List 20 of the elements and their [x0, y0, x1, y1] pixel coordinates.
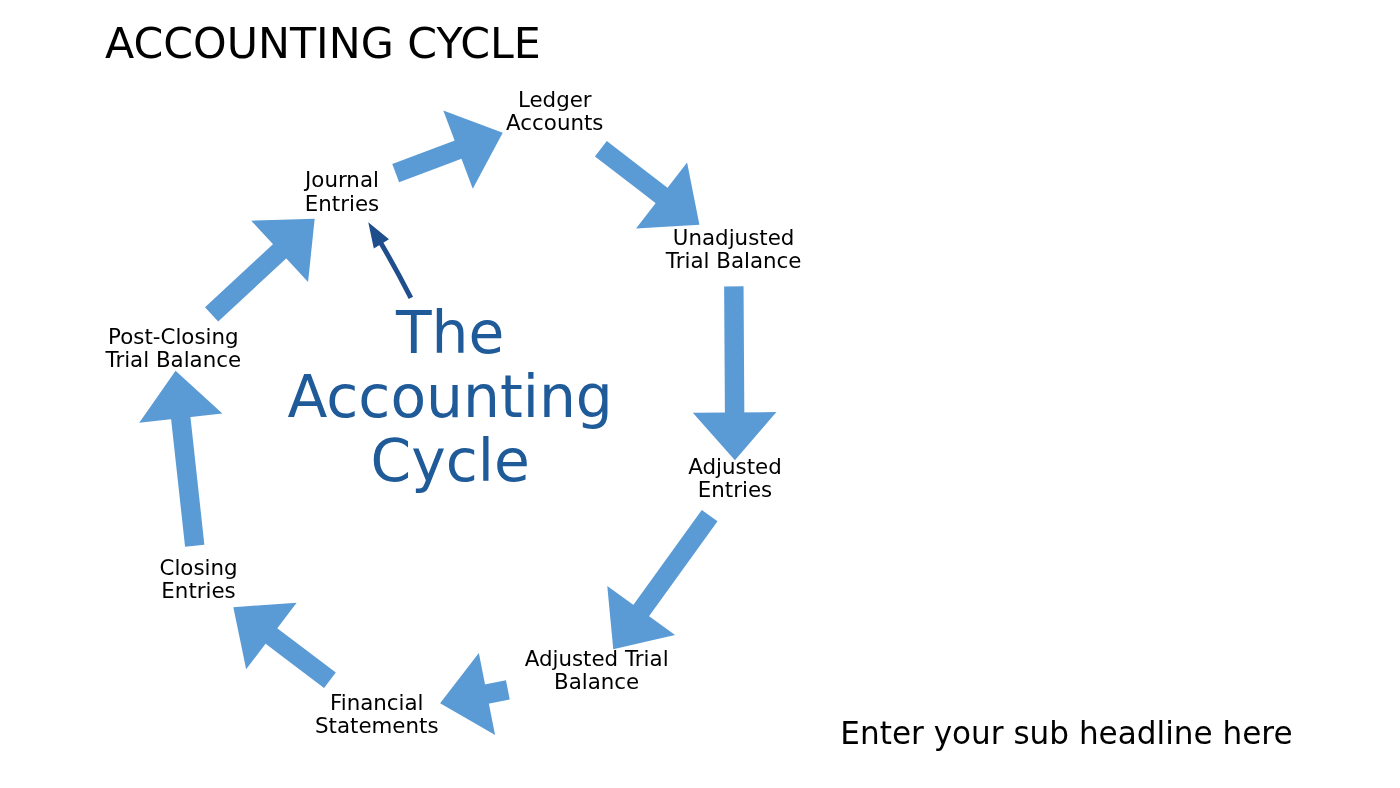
node-text: Post-Closing Trial Balance	[105, 323, 241, 373]
node-text: Closing Entries	[159, 554, 238, 603]
diagram-title: ACCOUNTING CYCLE	[104, 18, 541, 69]
node-text: Unadjusted Trial Balance	[665, 224, 801, 274]
node-text: Adjusted Entries	[687, 454, 782, 503]
node-text: Ledger Accounts	[505, 86, 603, 136]
node-text: Financial Statements	[314, 689, 439, 738]
label: Enter your sub headline here	[839, 715, 1293, 752]
arrow	[439, 653, 510, 736]
arrow	[367, 222, 413, 300]
arrow	[204, 218, 315, 322]
arrow	[391, 110, 503, 189]
node-text: Adjusted Trial Balance	[524, 646, 669, 695]
arrow	[606, 509, 718, 650]
arrow	[232, 602, 336, 689]
arrow	[138, 370, 222, 547]
node-text: The Accounting Cycle	[286, 298, 613, 495]
node-text: Journal Entries	[304, 167, 379, 216]
arrow	[594, 141, 699, 229]
arrow	[692, 286, 776, 461]
